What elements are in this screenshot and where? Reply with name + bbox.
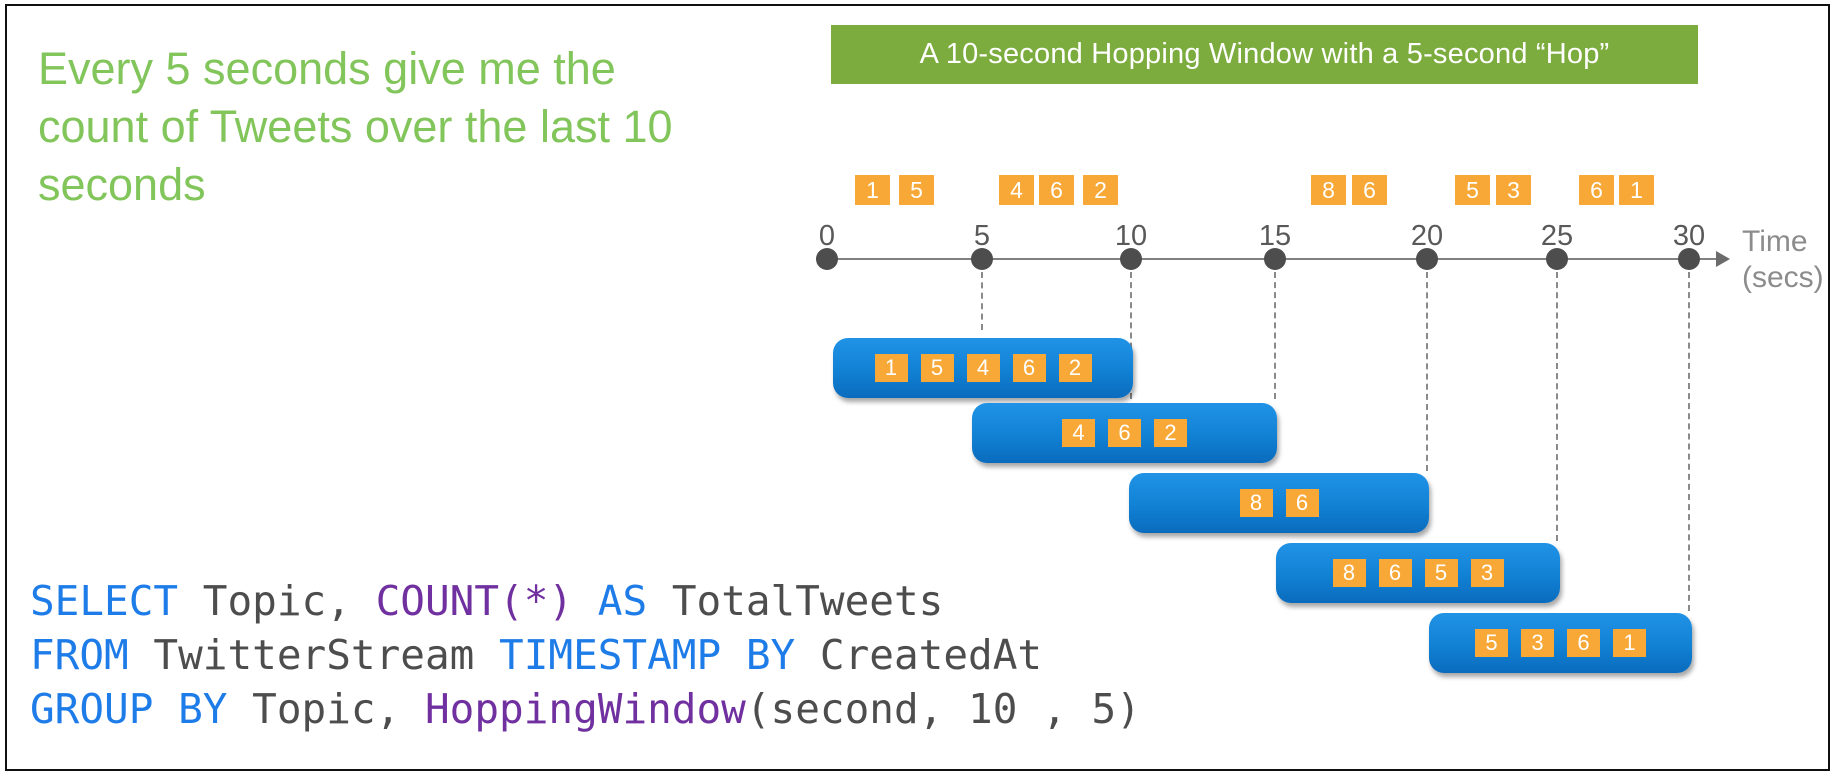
tick-label: 10 [1114,220,1148,252]
tick-label: 5 [973,220,991,252]
tick-label: 0 [818,220,836,252]
window-boundary-dashed-line [1426,272,1428,471]
axis-label-time: Time (secs) [1742,224,1824,296]
tick-label: 15 [1258,220,1292,252]
sql-text [573,577,598,625]
window-event-chip: 2 [1154,419,1187,447]
window-event-chip: 4 [966,354,1000,382]
window-boundary-dashed-line [1274,272,1276,399]
tick-dot [816,248,838,270]
sql-line: SELECT Topic, COUNT(*) AS TotalTweets [30,574,1141,628]
headline-text: Every 5 seconds give me the count of Twee… [38,40,758,214]
tick-dot [971,248,993,270]
window-event-chip: 3 [1470,559,1504,587]
sql-text: Topic, [227,685,425,733]
axis-label-time-line1: Time [1742,225,1808,258]
sql-keyword: FROM [30,631,129,679]
event-value-box: 4 [999,175,1034,205]
event-value-box: 5 [1455,175,1490,205]
event-value-box: 3 [1496,175,1531,205]
event-value-box: 8 [1311,175,1346,205]
window-boundary-dashed-line [1130,272,1132,399]
tick-label: 25 [1540,220,1574,252]
window-event-chip: 6 [1285,489,1319,517]
sql-line: FROM TwitterStream TIMESTAMP BY CreatedA… [30,628,1141,682]
event-value-box: 6 [1579,175,1614,205]
title-banner: A 10-second Hopping Window with a 5-seco… [831,25,1698,84]
window-event-chip: 6 [1012,354,1046,382]
sql-text: TwitterStream [128,631,500,679]
window-event-chip: 1 [1613,629,1646,657]
event-value-box: 6 [1039,175,1074,205]
axis-label-time-line2: (secs) [1742,261,1824,294]
window-event-chip: 3 [1521,629,1554,657]
headline-line: count of Tweets over the last 10 [38,101,673,152]
window-boundary-dashed-line [1556,272,1558,541]
sql-text: CreatedAt [795,631,1043,679]
window-event-chip: 8 [1332,559,1366,587]
window-event-chip: 2 [1058,354,1092,382]
sql-function: HoppingWindow [424,685,746,733]
headline-line: seconds [38,159,206,210]
event-value-box: 1 [855,175,890,205]
window-event-chip: 8 [1239,489,1273,517]
event-value-box: 1 [1619,175,1654,205]
event-value-box: 6 [1352,175,1387,205]
sql-text: (second, 10 , 5) [745,685,1141,733]
window-event-chip: 6 [1378,559,1412,587]
title-banner-label: A 10-second Hopping Window with a 5-seco… [919,38,1610,70]
tick-dot [1120,248,1142,270]
tick-dot [1546,248,1568,270]
sql-keyword: SELECT [30,577,179,625]
event-value-box: 2 [1083,175,1118,205]
window-event-chip: 6 [1108,419,1141,447]
window-boundary-dashed-line [1688,272,1690,611]
tick-label: 30 [1672,220,1706,252]
sql-keyword: TIMESTAMP BY [499,631,796,679]
window-event-chip: 4 [1062,419,1095,447]
window-event-chip: 5 [1475,629,1508,657]
tick-label: 20 [1410,220,1444,252]
time-axis-arrow-icon [1716,251,1730,267]
window-event-chip: 5 [920,354,954,382]
window-event-chip: 5 [1424,559,1458,587]
window-event-chip: 1 [874,354,908,382]
sql-function: COUNT(*) [375,577,574,625]
tick-dot [1264,248,1286,270]
tick-dot [1678,248,1700,270]
tick-dot [1416,248,1438,270]
sql-text: Topic, [178,577,376,625]
window-event-chip: 6 [1567,629,1600,657]
headline-line: Every 5 seconds give me the [38,43,616,94]
event-value-box: 5 [899,175,934,205]
sql-line: GROUP BY Topic, HoppingWindow(second, 10… [30,682,1141,736]
sql-keyword: GROUP BY [30,685,228,733]
sql-text: TotalTweets [647,577,944,625]
sql-keyword: AS [597,577,648,625]
window-boundary-dashed-line [981,272,983,330]
